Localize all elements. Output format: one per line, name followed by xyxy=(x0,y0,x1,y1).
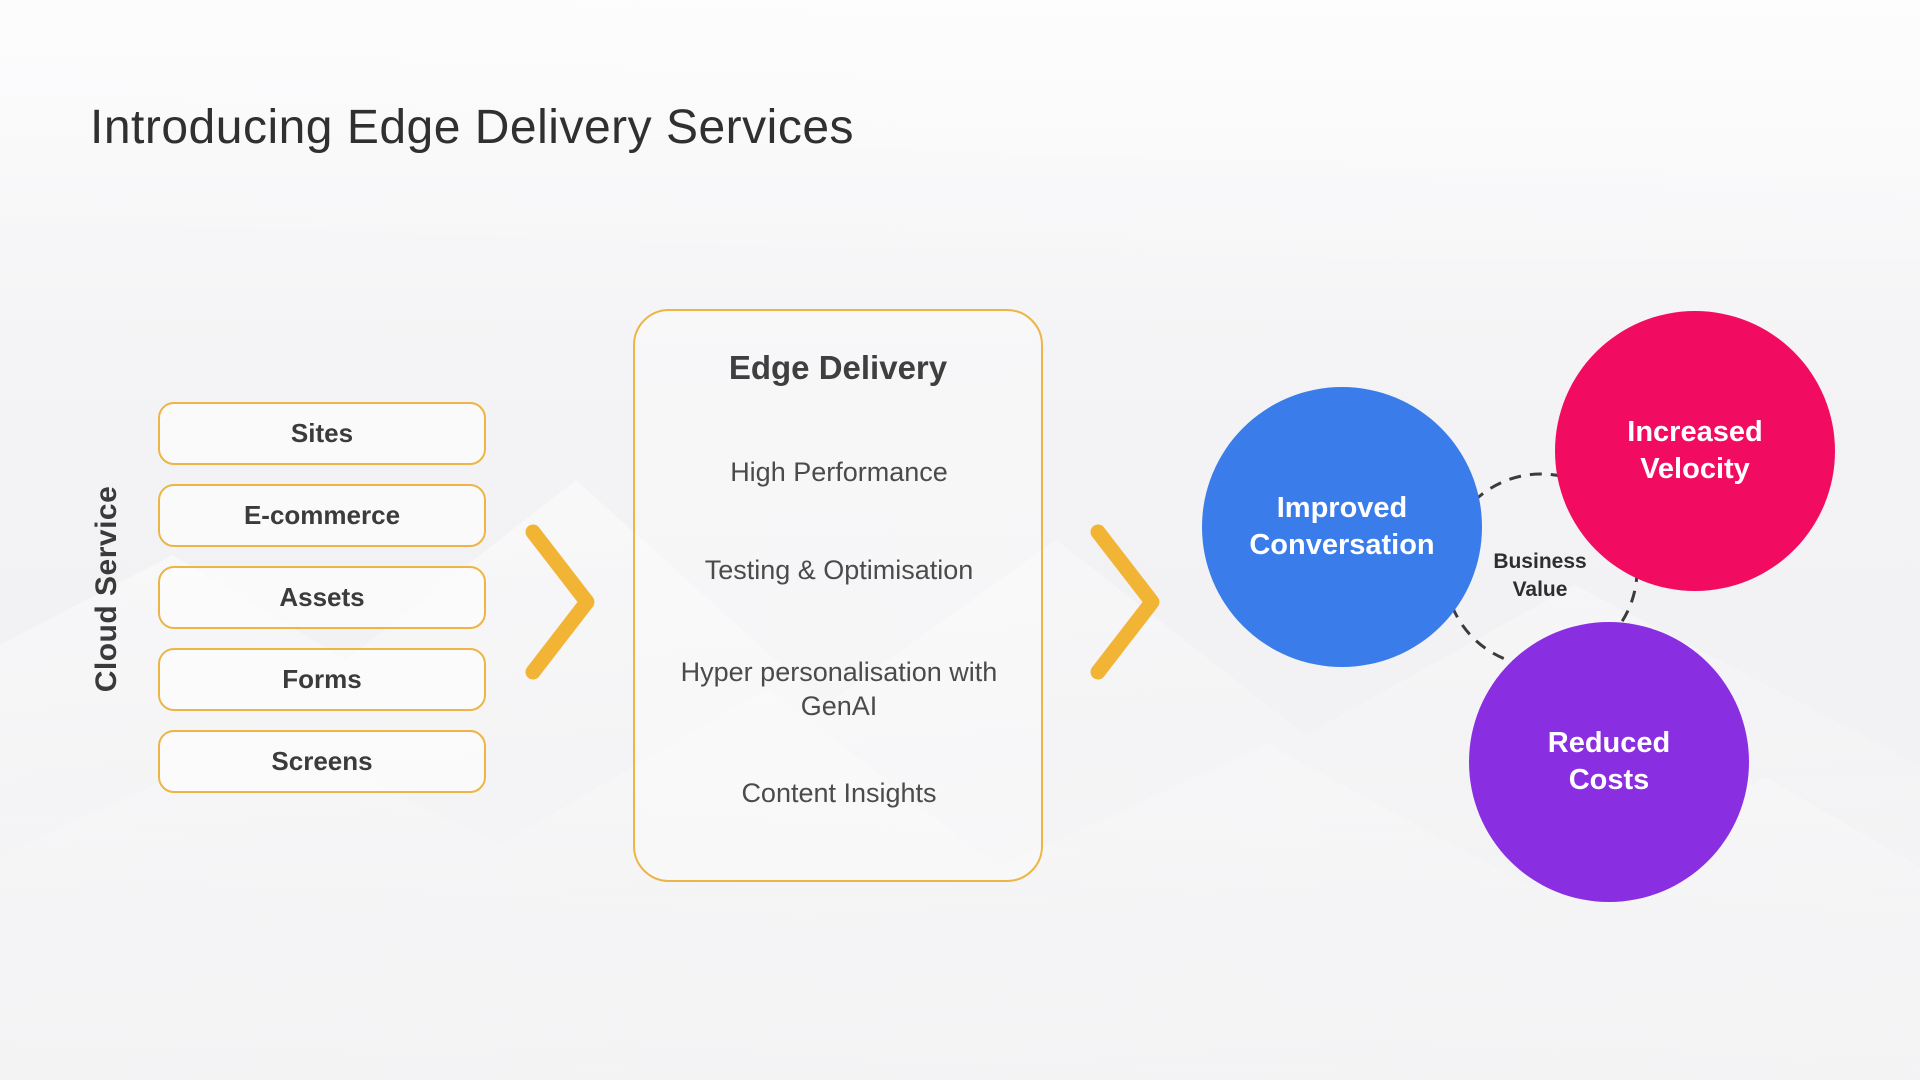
outcome-circle-improved-conversation: Improved Conversation xyxy=(1202,387,1482,667)
edge-delivery-feature: Testing & Optimisation xyxy=(704,555,974,585)
edge-delivery-panel: Edge Delivery High Performance Testing &… xyxy=(633,309,1043,882)
service-box-sites: Sites xyxy=(158,402,486,465)
chevron-right-icon xyxy=(1090,524,1160,680)
service-box-assets: Assets xyxy=(158,566,486,629)
service-box-label: E-commerce xyxy=(243,500,401,530)
service-box-label: Assets xyxy=(279,582,365,612)
outcome-label: Improved Conversation xyxy=(1249,492,1435,561)
cloud-service-label: Cloud Service xyxy=(90,485,123,693)
chevron-right-icon-stroke xyxy=(1090,524,1160,680)
cloud-service-list: Sites E-commerce Assets Forms Screens xyxy=(158,402,486,812)
service-box-forms: Forms xyxy=(158,648,486,711)
service-box-label: Forms xyxy=(282,664,362,694)
chevron-right-icon xyxy=(525,524,595,680)
business-value-label: Business Value xyxy=(1493,550,1587,601)
service-box-label: Sites xyxy=(290,418,354,448)
edge-delivery-feature: Hyper personalisation with GenAI xyxy=(680,657,998,721)
service-box-screens: Screens xyxy=(158,730,486,793)
edge-delivery-feature: High Performance xyxy=(730,457,948,487)
edge-delivery-feature: Content Insights xyxy=(741,778,937,808)
outcome-label: Reduced Costs xyxy=(1547,727,1671,796)
outcome-circle-increased-velocity: Increased Velocity xyxy=(1555,311,1835,591)
service-box-label: Screens xyxy=(271,746,373,776)
edge-delivery-title: Edge Delivery xyxy=(728,349,948,386)
outcome-circle-reduced-costs: Reduced Costs xyxy=(1469,622,1749,902)
service-box-ecommerce: E-commerce xyxy=(158,484,486,547)
outcome-label: Increased Velocity xyxy=(1627,416,1763,485)
chevron-right-icon-stroke xyxy=(525,524,595,680)
page-title: Introducing Edge Delivery Services xyxy=(90,101,855,154)
